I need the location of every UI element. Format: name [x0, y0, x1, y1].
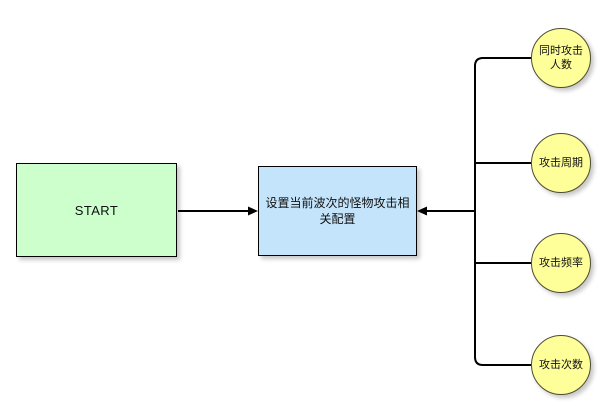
node-attribute-label: 同时攻击人数	[539, 45, 583, 71]
node-attribute-label: 攻击次数	[539, 359, 583, 371]
node-process-label: 设置当前波次的怪物攻击相关配置	[265, 196, 410, 226]
branch-line-1	[474, 57, 531, 67]
edge-start-to-process	[178, 206, 258, 216]
node-attribute-attack-frequency[interactable]: 攻击频率	[531, 233, 591, 293]
node-start[interactable]: START	[16, 163, 177, 257]
node-attribute-label: 攻击周期	[539, 157, 583, 169]
edge-attributes-to-process	[424, 57, 531, 366]
node-attribute-attack-count[interactable]: 攻击次数	[531, 335, 591, 395]
node-start-label: START	[74, 202, 119, 218]
node-attribute-label: 攻击频率	[539, 257, 583, 269]
node-attribute-attack-cycle[interactable]: 攻击周期	[531, 133, 591, 193]
node-attribute-concurrent-attackers[interactable]: 同时攻击人数	[531, 28, 591, 88]
arrowhead-right-icon	[248, 206, 258, 216]
node-process[interactable]: 设置当前波次的怪物攻击相关配置	[258, 166, 417, 256]
arrowhead-left-icon	[417, 206, 427, 216]
branch-line-4	[474, 356, 531, 366]
